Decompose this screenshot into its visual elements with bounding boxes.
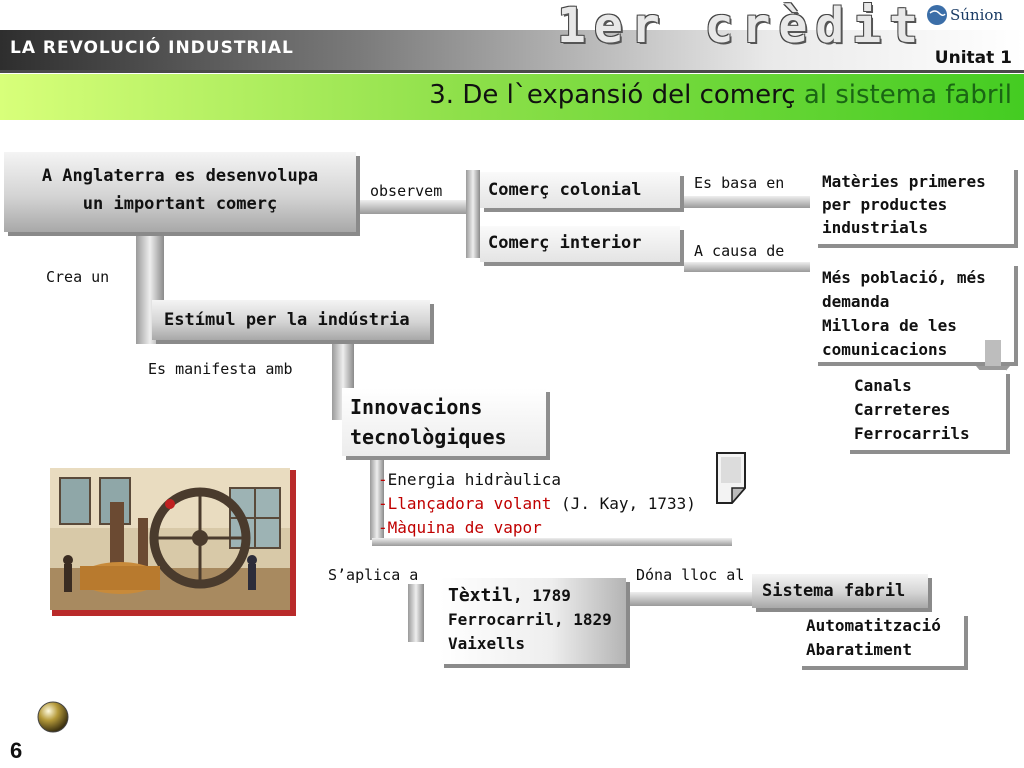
main-node: A Anglaterra es desenvolupa un important… — [4, 152, 356, 232]
connector-dona-lloc — [580, 592, 780, 606]
connector-basa — [684, 196, 810, 208]
node-innovacions: Innovacions tecnològiques — [342, 388, 546, 456]
orb-button-icon[interactable] — [36, 700, 70, 734]
svg-text:Súnion: Súnion — [950, 6, 1003, 24]
connector-saplica — [408, 584, 424, 642]
node-materies-primeres: Matèries primeres per productes industri… — [814, 166, 1014, 244]
connector-observem — [360, 200, 472, 214]
label-saplica-a: S’aplica a — [328, 566, 419, 584]
label-a-causa-de: A causa de — [694, 242, 785, 260]
credit-title: 1er crèdit — [557, 0, 926, 54]
unit-label: Unitat 1 — [934, 48, 1012, 68]
globe-icon — [927, 5, 947, 25]
section-title: LA REVOLUCIÓ INDUSTRIAL — [10, 38, 294, 58]
connector-comerc-split — [466, 170, 480, 258]
list-item-llancadora: -Llançadora volant (J. Kay, 1733) — [378, 494, 696, 513]
node-sistema-fabril: Sistema fabril — [752, 574, 928, 608]
connector-list-base — [372, 538, 732, 546]
brand-logo: Súnion — [926, 4, 1020, 26]
document-icon[interactable] — [716, 452, 747, 506]
label-es-manifesta-amb: Es manifesta amb — [148, 360, 293, 378]
page-title: 3. De l`expansió del comerç al sistema f… — [429, 80, 1012, 110]
node-comerc-interior: Comerç interior — [480, 226, 680, 262]
label-dona-lloc-al: Dóna lloc al — [636, 566, 745, 584]
label-es-basa-en: Es basa en — [694, 174, 785, 192]
page-number: 6 — [10, 738, 23, 763]
label-observem: observem — [370, 182, 443, 200]
list-item-maquina: -Màquina de vapor — [378, 518, 542, 537]
node-estimul: Estímul per la indústria — [152, 300, 430, 340]
label-crea-un: Crea un — [46, 268, 110, 286]
node-automatitzacio: Automatització Abaratiment — [798, 612, 964, 666]
connector-causa — [684, 262, 810, 272]
factory-illustration — [50, 468, 290, 610]
node-poblacio: Més població, més demanda Millora de les… — [814, 262, 1014, 362]
subtitle-bar — [0, 74, 1024, 120]
list-item-energia: -Energia hidràulica — [378, 470, 562, 489]
node-aplicacions: Tèxtil, 1789 Ferrocarril, 1829 Vaixells — [440, 578, 626, 664]
connector-innov-list — [370, 458, 384, 540]
header-divider — [0, 70, 1024, 73]
node-canals: Canals Carreteres Ferrocarrils — [846, 370, 1006, 450]
node-comerc-colonial: Comerç colonial — [480, 172, 680, 208]
header-bar — [0, 30, 1024, 70]
